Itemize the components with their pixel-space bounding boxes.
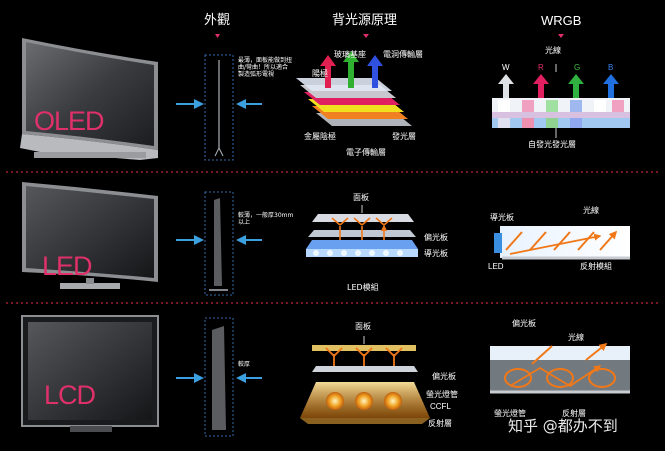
lcd-tv-label: LCD xyxy=(44,380,96,410)
blue-light-arrow xyxy=(603,74,619,98)
led-side-note: 較薄，一般厚30mm以上 xyxy=(238,212,294,226)
led-polarizer-label: 偏光板 xyxy=(424,233,448,242)
green-light-arrow xyxy=(568,74,584,98)
header-wrgb: WRGB xyxy=(541,13,582,28)
oled-tv-label: OLED xyxy=(34,106,105,136)
oled-glass-label: 玻璃基座 xyxy=(334,50,366,59)
lcd-ccfl-label: CCFL xyxy=(430,402,451,411)
wrgb-w-label: W xyxy=(502,63,510,72)
green-light-arrow xyxy=(343,51,359,88)
wrgb-b-label: B xyxy=(608,63,614,72)
lcd-reflect-right-label: 反射層 xyxy=(562,409,586,418)
wrgb-self-emit-label: 自發光發光層 xyxy=(528,140,576,149)
led-side-profile xyxy=(204,191,234,296)
header-marker-icon xyxy=(363,34,369,38)
oled-cathode-label: 金屬陰極 xyxy=(304,132,336,141)
lcd-side-profile xyxy=(204,317,234,437)
oled-layer-stack xyxy=(296,78,412,126)
led-light-label: 光線 xyxy=(583,206,599,215)
led-lightguide-diagram xyxy=(494,226,630,260)
lcd-polarizer-right-label: 偏光板 xyxy=(512,319,536,328)
lcd-tube-label: 螢光燈管 xyxy=(426,390,458,399)
oled-anode-label: 陽極 xyxy=(312,69,328,78)
wrgb-r-label: R xyxy=(538,63,544,72)
led-panel-label: 面板 xyxy=(353,193,369,202)
wrgb-g-label: G xyxy=(574,63,581,72)
header-appearance: 外觀 xyxy=(204,13,231,28)
oled-hole-label: 電洞傳輸層 xyxy=(383,50,423,59)
red-light-arrow xyxy=(533,74,549,98)
lcd-side-note: 較厚 xyxy=(238,361,251,368)
oled-tv-image xyxy=(20,38,158,160)
led-led-label: LED xyxy=(488,262,504,271)
blue-light-arrow xyxy=(367,55,383,88)
led-module-label: LED模組 xyxy=(347,283,379,292)
oled-emit-label: 發光層 xyxy=(392,132,416,141)
led-guide-right-label: 導光板 xyxy=(490,213,514,222)
header-marker-icon xyxy=(558,34,564,38)
lcd-tv-image xyxy=(21,315,159,432)
red-light-arrow xyxy=(320,55,336,88)
watermark: 知乎 @都办不到 xyxy=(508,417,618,435)
led-tv-label: LED xyxy=(42,251,93,281)
wrgb-panel xyxy=(492,98,630,128)
header-backlight: 背光源原理 xyxy=(332,13,398,28)
oled-electron-label: 電子傳輸層 xyxy=(346,148,386,157)
lcd-polarizer-label: 偏光板 xyxy=(432,372,456,381)
lcd-panel-label: 面板 xyxy=(355,322,371,331)
lcd-layer-stack xyxy=(300,345,430,424)
wrgb-light-label: 光線 xyxy=(545,46,561,55)
white-light-arrow xyxy=(498,74,514,98)
lcd-reflector-diagram xyxy=(490,344,630,394)
oled-side-profile xyxy=(204,54,234,161)
oled-side-note: 最薄，面板能做到扭曲/彎曲！所以適合製造弧形電視 xyxy=(238,57,293,78)
header-marker-icon xyxy=(215,34,220,38)
led-reflect-label: 反射模組 xyxy=(580,262,612,271)
led-layer-stack xyxy=(306,214,418,257)
lcd-light-label: 光線 xyxy=(568,333,584,342)
led-tv-image xyxy=(22,182,158,289)
lcd-reflector-label: 反射層 xyxy=(428,419,452,428)
led-guide-label: 導光板 xyxy=(424,249,448,258)
lcd-tube-right-label: 螢光燈管 xyxy=(494,409,526,418)
